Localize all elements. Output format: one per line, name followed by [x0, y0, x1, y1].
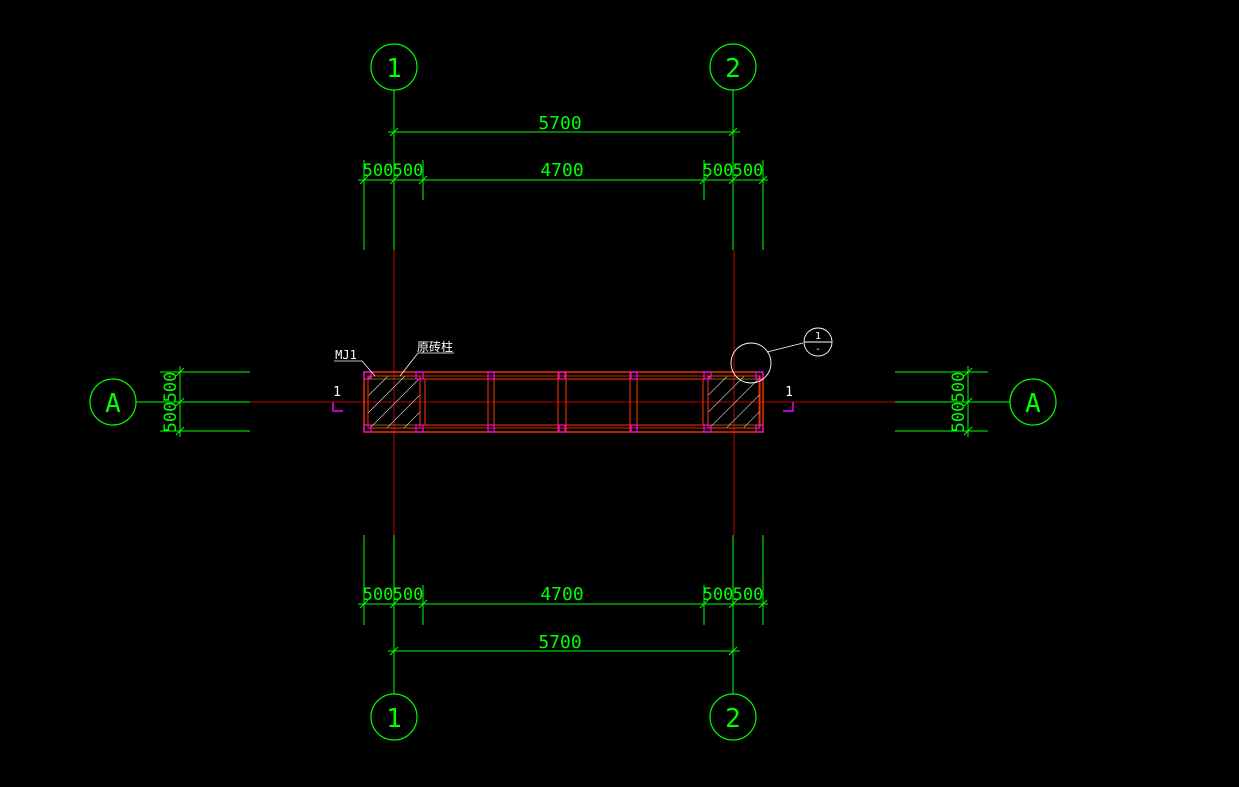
- detail-sheet: -: [815, 344, 821, 355]
- dim-right-a: 500: [949, 402, 969, 433]
- top-dimensions: [358, 127, 768, 250]
- dim-top-middle: 4700: [540, 160, 583, 181]
- detail-callout[interactable]: 1 -: [730, 327, 833, 384]
- dim-top-left-b: 500: [393, 161, 424, 181]
- dim-right-b: 500: [949, 372, 969, 403]
- axis-label-right-a: A: [1025, 389, 1041, 419]
- section-mark-right[interactable]: [783, 402, 794, 412]
- door-tag[interactable]: MJ1: [335, 348, 357, 362]
- axis-bubble-top-1[interactable]: 1: [370, 43, 418, 250]
- axis-bubble-bottom-2[interactable]: 2: [709, 535, 757, 741]
- dim-bottom-right-b: 500: [733, 585, 764, 605]
- dim-bottom-right-a: 500: [703, 585, 734, 605]
- dim-top-right-b: 500: [733, 161, 764, 181]
- axis-label-top-2: 2: [725, 54, 741, 84]
- section-mark-left[interactable]: [332, 402, 343, 412]
- detail-number: 1: [815, 331, 821, 342]
- door-tag-leader: [334, 360, 376, 377]
- axis-label-bottom-1: 1: [386, 704, 402, 734]
- right-dimensions: [895, 366, 988, 437]
- column-markers: [363, 371, 764, 433]
- axis-label-left-a: A: [105, 389, 121, 419]
- axis-label-bottom-2: 2: [725, 704, 741, 734]
- dim-bottom-total: 5700: [538, 632, 581, 653]
- dim-top-right-a: 500: [703, 161, 734, 181]
- left-dimensions: [160, 366, 250, 437]
- dim-left-b: 500: [161, 372, 181, 403]
- dim-bottom-left-b: 500: [393, 585, 424, 605]
- dim-top-left-a: 500: [363, 161, 394, 181]
- axis-bubble-right-a[interactable]: A: [895, 378, 1057, 426]
- brick-column-right[interactable]: [707, 375, 761, 429]
- dim-left-a: 500: [161, 402, 181, 433]
- axis-bubble-left-a[interactable]: A: [89, 378, 250, 426]
- axis-label-top-1: 1: [386, 54, 402, 84]
- dim-top-total: 5700: [538, 113, 581, 134]
- axis-bubble-bottom-1[interactable]: 1: [370, 535, 418, 741]
- axis-bubble-top-2[interactable]: 2: [709, 43, 757, 250]
- column-tag-leader: [399, 352, 454, 377]
- brick-column-left[interactable]: [367, 375, 421, 429]
- axis-lines: [250, 250, 895, 535]
- section-label-left: 1: [333, 385, 341, 400]
- column-tag[interactable]: 原砖柱: [417, 339, 453, 354]
- bottom-dimensions: [358, 535, 768, 656]
- dim-bottom-left-a: 500: [363, 585, 394, 605]
- dim-bottom-middle: 4700: [540, 584, 583, 605]
- section-label-right: 1: [785, 385, 793, 400]
